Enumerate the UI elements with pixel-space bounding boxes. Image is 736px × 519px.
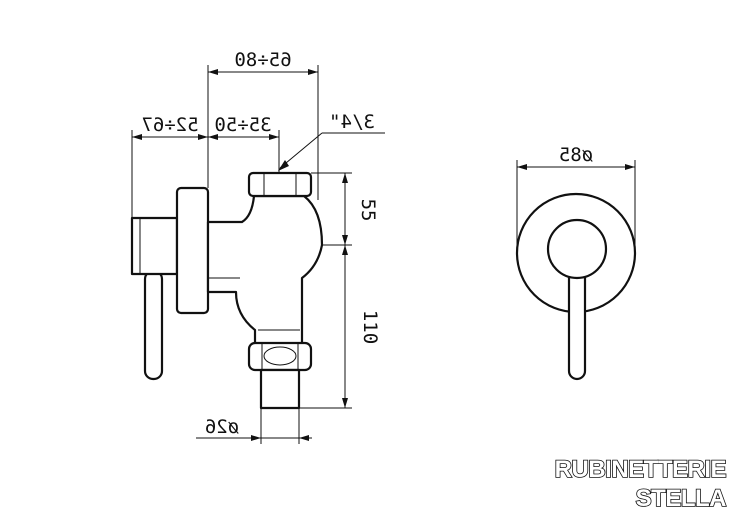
dim-thread: 3/4" — [329, 111, 375, 133]
side-view — [130, 171, 324, 410]
outlet-pipe — [259, 368, 301, 410]
lever-handle — [143, 269, 164, 381]
brand-line-2: STELLA — [636, 485, 726, 512]
front-lever — [567, 268, 587, 381]
dim-upper-height: 55 — [357, 199, 379, 222]
front-hub — [546, 218, 608, 280]
dimension-lines — [131, 65, 636, 444]
dim-overall-depth: 65÷80 — [234, 49, 291, 71]
valve-body — [206, 194, 324, 347]
brand-logo: RUBINETTERIE STELLA — [554, 455, 728, 513]
dimension-labels: 65÷80 52÷67 35÷50 3/4" 55 110 ø26 ø85 — [141, 49, 593, 438]
dim-plate-diameter: ø85 — [559, 144, 593, 166]
dim-depth-right: 35÷50 — [214, 114, 271, 136]
dim-depth-left: 52÷67 — [141, 114, 198, 136]
bottom-hex-nut — [247, 341, 313, 372]
dim-lower-height: 110 — [359, 310, 381, 344]
front-view — [515, 192, 637, 381]
dim-outlet-diameter: ø26 — [205, 416, 239, 438]
brand-line-1: RUBINETTERIE — [555, 456, 727, 483]
wall-plate-profile — [175, 186, 210, 315]
top-hex-nut — [247, 171, 313, 198]
handle-hub — [130, 216, 179, 276]
